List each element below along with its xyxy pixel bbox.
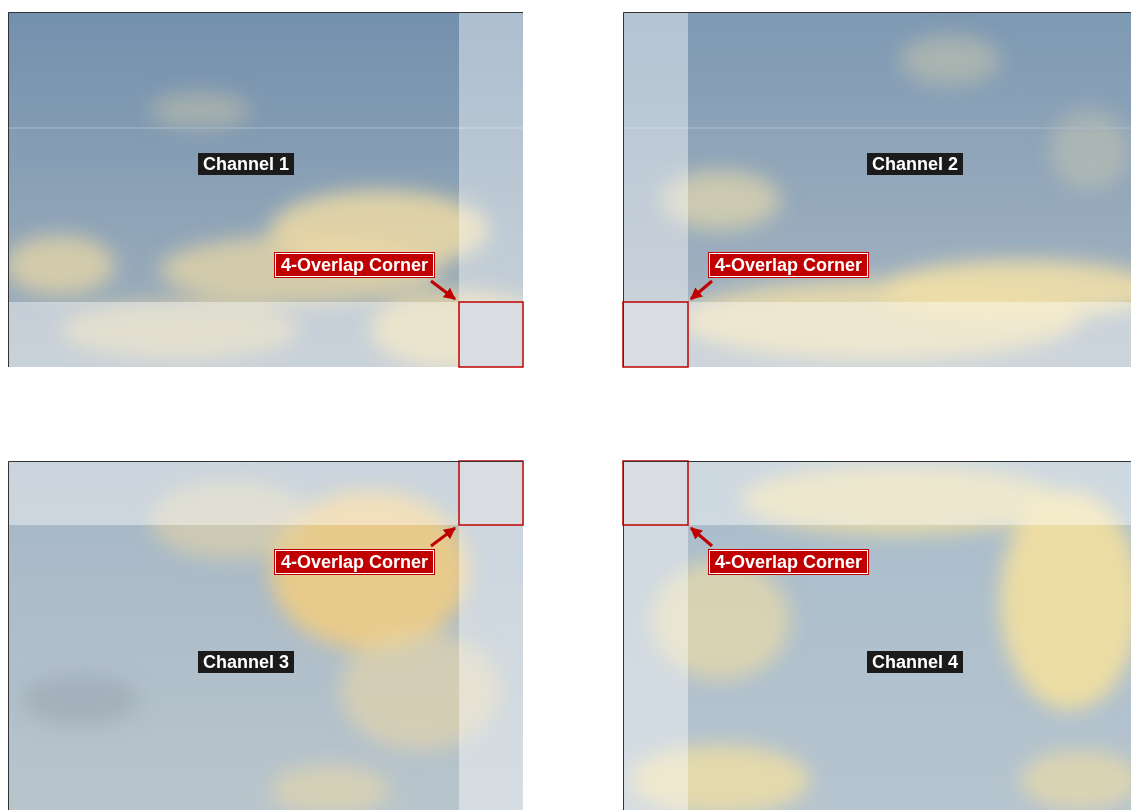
callout-label: 4-Overlap Corner (709, 550, 868, 574)
channel-label: Channel 1 (198, 153, 294, 175)
label-text: 4-Overlap Corner (715, 255, 862, 275)
sky-photo (623, 12, 1131, 367)
label-text: Channel 2 (872, 154, 958, 174)
sky-photo (8, 461, 523, 810)
label-text: 4-Overlap Corner (281, 552, 428, 572)
label-text: Channel 4 (872, 652, 958, 672)
callout-label: 4-Overlap Corner (709, 253, 868, 277)
leader-arrow (431, 281, 712, 546)
label-text: Channel 1 (203, 154, 289, 174)
callout-label: 4-Overlap Corner (275, 550, 434, 574)
callout-label: 4-Overlap Corner (275, 253, 434, 277)
label-text: Channel 3 (203, 652, 289, 672)
channel-label: Channel 4 (867, 651, 963, 673)
channel-label: Channel 3 (198, 651, 294, 673)
label-text: 4-Overlap Corner (715, 552, 862, 572)
label-text: 4-Overlap Corner (281, 255, 428, 275)
sky-photo (8, 12, 523, 367)
overlap-corner-square (459, 302, 688, 525)
sky-photo (623, 461, 1131, 810)
channel-label: Channel 2 (867, 153, 963, 175)
panel-frame (9, 13, 1131, 810)
